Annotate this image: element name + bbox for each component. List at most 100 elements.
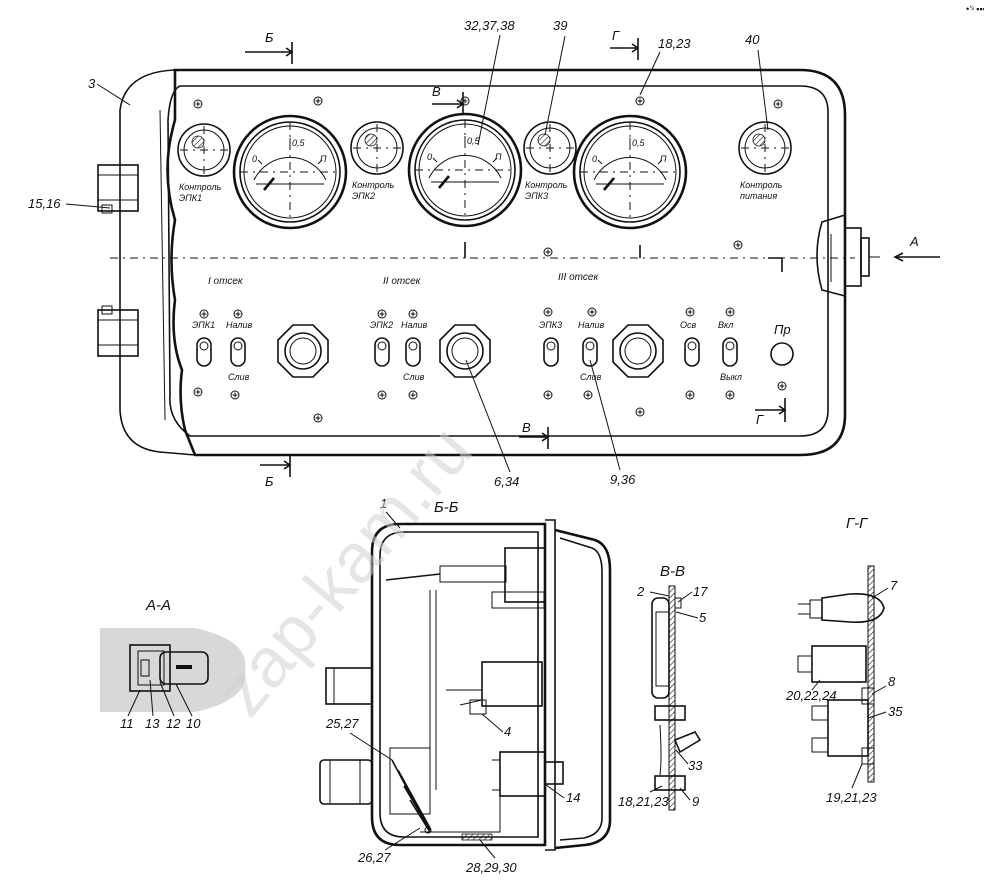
switch-label-top: ЭПК1 [192, 320, 215, 330]
screw-icon [543, 307, 553, 317]
screws [193, 96, 787, 423]
section-bb-title: Б-Б [434, 499, 459, 516]
section-vv: В-В 2 17 5 33 18,21,23 9 [618, 563, 708, 811]
test-button-label: Пр [774, 322, 791, 337]
socket-3 [612, 324, 664, 378]
panel-inner-frame [167, 85, 829, 437]
toggle-switch: ЭПК3 [539, 320, 562, 367]
section-aa-title: А-А [145, 597, 171, 614]
vv-label-17: 17 [693, 584, 708, 599]
hinge-top [97, 164, 139, 214]
view-a-label: А [909, 234, 919, 249]
lamp-label-line2: ЭПК3 [525, 191, 548, 201]
bb-label-25-27: 25,27 [325, 716, 359, 731]
screw-icon [583, 390, 593, 400]
callout-15-16: 15,16 [28, 196, 61, 211]
callout-9-36: 9,36 [610, 472, 636, 487]
compartment-3-label: III отсек [558, 272, 599, 283]
screw-icon [313, 96, 323, 106]
switch-label-top: Налив [226, 320, 252, 330]
vv-label-33: 33 [688, 758, 703, 773]
toggle-switch: Осв [680, 320, 700, 367]
section-b-top: Б [265, 30, 274, 45]
callout-18-23: 18,23 [658, 36, 691, 51]
screw-icon [408, 309, 418, 319]
screw-icon [733, 240, 743, 250]
gauge-tick-zero: 0 [427, 152, 432, 162]
gauge-tick-mid: 0,5 [632, 138, 646, 148]
gg-label-19-21-23: 19,21,23 [826, 790, 877, 805]
lamp-label-line1: Контроль [740, 180, 783, 190]
section-g-bottom: Г [756, 412, 764, 427]
aa-label-12: 12 [166, 716, 181, 731]
pressure-gauge: 00,5П [232, 114, 348, 230]
housing-left-cover [119, 69, 196, 456]
screw-icon [777, 381, 787, 391]
switch-label-top: Осв [680, 320, 697, 330]
vv-label-9: 9 [692, 794, 699, 809]
toggle-switch: ЭПК2 [370, 320, 393, 367]
gauge-tick-max: П [320, 154, 327, 164]
control-panel: КонтрольЭПК1КонтрольЭПК2КонтрольЭПК3Конт… [97, 68, 880, 457]
aa-label-11: 11 [120, 716, 134, 731]
switch-label-bottom: Выкл [720, 372, 742, 382]
socket-1 [277, 324, 329, 378]
lamp-label-line2: ЭПК1 [179, 193, 202, 203]
gg-label-8: 8 [888, 674, 896, 689]
lamp-label-line2: питания [740, 191, 777, 201]
corner-mark: •'ˢ ▪▪▪ [966, 4, 984, 14]
side-connector [816, 213, 880, 298]
screw-icon [725, 390, 735, 400]
section-gg-title: Г-Г [846, 515, 869, 532]
screw-icon [377, 390, 387, 400]
gauge-tick-zero: 0 [592, 154, 597, 164]
hinge-bottom [97, 305, 139, 357]
switch-label-top: ЭПК3 [539, 320, 562, 330]
section-b-bottom: Б [265, 474, 274, 489]
compartment-1-label: I отсек [208, 276, 244, 287]
bb-label-1: 1 [380, 496, 387, 511]
screw-icon [587, 307, 597, 317]
screw-icon [543, 390, 553, 400]
switch-label-top: ЭПК2 [370, 320, 393, 330]
screw-icon [193, 99, 203, 109]
gg-label-20-22-24: 20,22,24 [785, 688, 837, 703]
switch-label-bottom: Слив [228, 372, 250, 382]
screw-icon [199, 309, 209, 319]
screw-icon [635, 96, 645, 106]
screw-icon [377, 309, 387, 319]
compartment-2-label: II отсек [383, 276, 422, 287]
aa-label-10: 10 [186, 716, 201, 731]
vv-label-2: 2 [636, 584, 645, 599]
screw-icon [313, 413, 323, 423]
test-button [770, 342, 794, 366]
gg-label-35: 35 [888, 704, 903, 719]
callout-32-37-38: 32,37,38 [464, 18, 515, 33]
bb-label-14: 14 [566, 790, 580, 805]
vv-label-18-21-23: 18,21,23 [618, 794, 669, 809]
screw-icon [233, 309, 243, 319]
section-vv-title: В-В [660, 563, 685, 580]
lamp-label-line2: ЭПК2 [352, 191, 375, 201]
pressure-gauge: 0 0,5П [572, 114, 688, 230]
section-aa: А-А 11 13 12 10 [100, 597, 246, 731]
section-bb: Б-Б 1 25,27 4 14 [319, 496, 612, 875]
callout-6-34: 6,34 [494, 474, 519, 489]
switch-label-bottom: Слив [403, 372, 425, 382]
callout-3: 3 [88, 76, 96, 91]
toggle-switch: ЭПК1 [192, 320, 215, 367]
screw-icon [725, 307, 735, 317]
screw-icon [773, 99, 783, 109]
section-gg: Г-Г 7 20,22,24 8 35 19,21,23 [785, 515, 903, 805]
screw-icon [685, 307, 695, 317]
aa-label-13: 13 [145, 716, 160, 731]
lamp-label-line1: Контроль [525, 180, 568, 190]
socket-2 [439, 324, 491, 378]
screw-icon [685, 390, 695, 400]
gauge-tick-max: П [660, 154, 667, 164]
